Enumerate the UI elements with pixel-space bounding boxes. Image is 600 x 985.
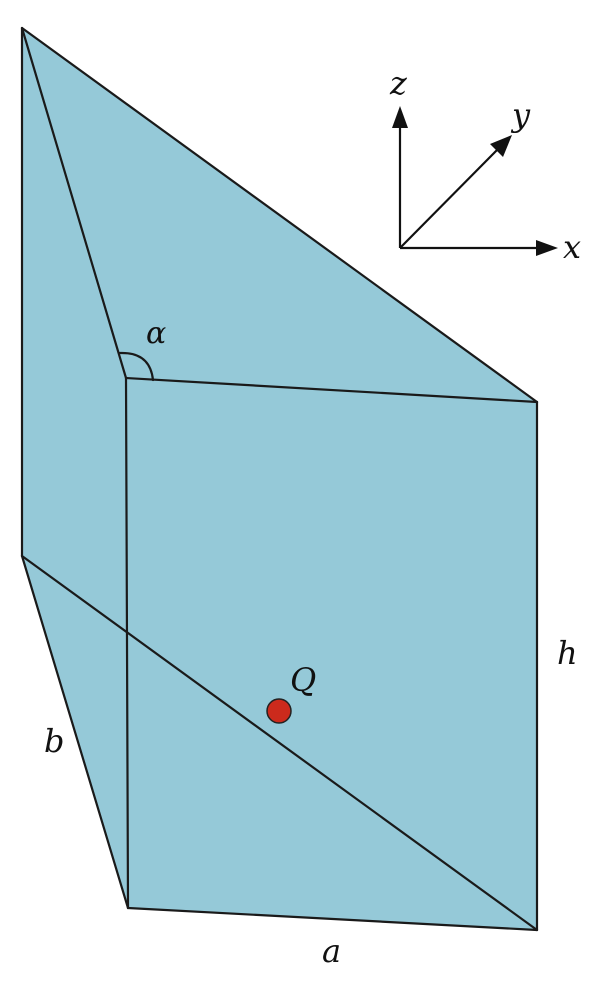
alpha-label: α xyxy=(146,316,166,351)
x-axis-arrow-icon xyxy=(536,240,558,256)
y-axis-line xyxy=(399,147,500,249)
point-q-label: Q xyxy=(290,661,316,699)
top-long-edge xyxy=(20,26,539,404)
axis-y-label: y xyxy=(510,96,531,134)
z-axis-arrow-icon xyxy=(392,106,408,128)
axis-x-label: x xyxy=(563,228,581,266)
front-face xyxy=(126,378,537,930)
front-left-vertical-edge xyxy=(124,376,130,910)
prism-faces xyxy=(22,28,537,930)
bottom-diagonal-edge xyxy=(20,554,539,932)
axis-z-label: z xyxy=(389,64,408,102)
bottom-front-edge xyxy=(126,906,539,932)
edge-a-label: a xyxy=(322,932,341,970)
alpha-angle-arc xyxy=(118,351,155,382)
top-slant-edge-left xyxy=(20,26,128,380)
edge-h-label: h xyxy=(557,634,578,672)
left-face xyxy=(22,28,128,908)
coordinate-axes: z y x xyxy=(389,64,581,266)
edge-b-label: b xyxy=(44,722,64,760)
y-axis-arrow-icon xyxy=(490,135,512,157)
bottom-slant-edge-b xyxy=(20,554,130,910)
top-front-edge xyxy=(124,376,539,404)
point-q-marker xyxy=(266,698,292,724)
prism-edges xyxy=(20,26,539,932)
